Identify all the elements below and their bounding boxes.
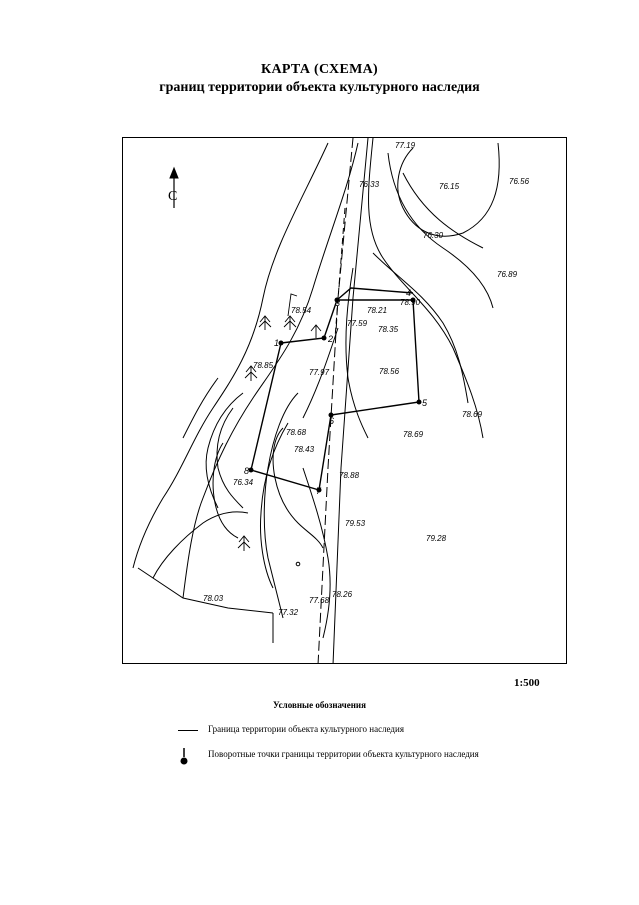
tree-icon [283,315,297,330]
contour-line [372,252,469,404]
tree-icon [258,315,272,330]
elevation-label: 78.69 [403,430,424,439]
elevation-label: 78.88 [339,471,360,480]
turning-point-marker [334,297,340,303]
elevation-label: 78.90 [400,298,421,307]
elevation-label: 79.28 [426,534,447,543]
turning-point-marker [316,487,322,493]
turning-point-symbol [180,748,188,765]
elevation-label: 78.54 [291,306,312,315]
turning-point-label: 8 [244,466,249,476]
turning-point-marker [248,467,254,473]
elevation-label: 77.19 [395,141,416,150]
heritage-boundary [336,287,414,301]
elevation-label: 77.97 [309,368,330,377]
contour-line [397,142,500,237]
legend-title: Условные обозначения [273,700,366,710]
contour-line [387,152,494,309]
turning-point-marker [321,335,327,341]
legend-points-label: Поворотные точки границы территории объе… [208,749,479,759]
elevation-label: 76.34 [233,478,254,487]
north-label: С [168,189,177,204]
elevation-label: 77.32 [278,608,299,617]
elevation-label: 78.03 [203,594,224,603]
elevation-label: 76.89 [497,270,518,279]
elevation-label: 76.56 [509,177,530,186]
elevation-label: 79.53 [345,519,366,528]
contour-line [263,392,299,619]
turning-point-label: 7 [316,486,322,496]
contour-line [402,172,484,249]
road-edge [332,138,369,663]
elevation-label: 76.30 [423,231,444,240]
tree-icon [244,365,258,381]
elevation-label: 78.85 [253,361,274,370]
elevation-label: 78.21 [367,306,387,315]
map-subtitle: границ территории объекта культурного на… [159,80,480,95]
elevation-label: 78.56 [379,367,400,376]
map-frame: 1 2 3 4 5 6 7 8 77.19 76.33 76.15 76.56 … [122,137,567,664]
contour-line [182,377,219,439]
turning-point-label: 2 [327,334,333,344]
north-arrow [169,166,179,208]
road-edge [334,207,346,339]
tree-icon [237,535,251,551]
turning-point-label: 3 [335,298,340,308]
turning-point-label: 1 [274,338,279,348]
contour-line [368,138,484,439]
elevation-label: 78.35 [378,325,399,334]
tree-icon [310,324,322,338]
map-title: КАРТА (СХЕМА) [261,62,378,77]
elevation-label: 76.15 [439,182,460,191]
boundary-line-symbol [178,730,198,731]
turning-point-marker [416,399,422,405]
contour-line [216,407,244,509]
contour-line [260,422,289,589]
contour-line [272,427,324,549]
turning-point-label: 6 [329,416,334,426]
turning-point-marker [328,412,334,418]
contour-line [302,327,339,419]
contour-line [182,142,359,599]
legend-boundary-label: Граница территории объекта культурного н… [208,724,404,734]
turning-point-marker [410,297,416,303]
turning-point-label: 5 [422,398,428,408]
contour-line [212,442,239,539]
turning-point-marker [278,340,284,346]
elevation-label: 78.68 [286,428,307,437]
map-scale: 1:500 [514,677,540,689]
contour-line [152,511,249,579]
elevation-label: 78.26 [332,590,353,599]
tree-icon [287,293,298,317]
contour-line [205,392,244,509]
contour-line [132,142,329,569]
turning-point-label: 4 [406,288,411,298]
road-edge [317,138,354,663]
map-drawing: 1 2 3 4 5 6 7 8 77.19 76.33 76.15 76.56 … [132,138,530,663]
road-edge [137,567,274,614]
elevation-label: 78.69 [462,410,483,419]
elevation-label: 78.43 [294,445,315,454]
elevation-label: 76.33 [359,180,380,189]
contour-line [302,467,331,639]
elevation-label: 77.59 [347,319,368,328]
elevation-label: 77.68 [309,596,330,605]
